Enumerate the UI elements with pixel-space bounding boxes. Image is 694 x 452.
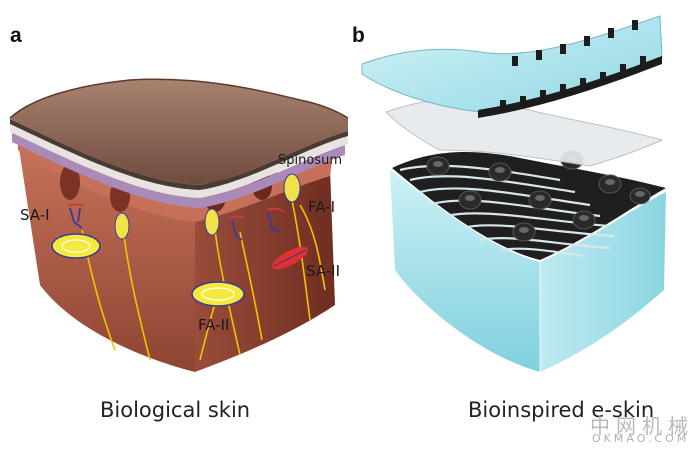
watermark-latin: OKMAO.COM (592, 432, 690, 445)
papilla-pocket (60, 164, 80, 200)
top-film-pillars (500, 20, 646, 110)
caption-bioinspired-e-skin: Bioinspired e-skin (468, 398, 655, 422)
fa1-meissner-corpuscle (204, 208, 220, 236)
panel-a-letter: a (10, 24, 22, 47)
dermis-side-face (195, 168, 335, 372)
caption-biological-skin: Biological skin (100, 398, 251, 422)
fa2-pacinian-corpuscle (51, 233, 101, 259)
e-skin-base-side (540, 192, 666, 372)
label-fa2: FA-II (198, 316, 230, 334)
sa1-merkel-ending (67, 203, 85, 229)
label-sa2: SA-II (306, 262, 340, 280)
e-skin-block (361, 15, 666, 372)
watermark-chinese: 中网机械 (590, 414, 694, 438)
label-spinosum: Spinosum (278, 153, 342, 168)
e-skin-base-front (390, 170, 540, 372)
stratum-band (10, 124, 348, 198)
fa1-meissner-corpuscle (114, 212, 130, 240)
stratum-band-dark (10, 119, 348, 190)
sa1-merkel-ending (229, 207, 285, 241)
panel-b-letter: b (352, 24, 365, 47)
biological-skin-block (9, 78, 349, 372)
fa2-pacinian-corpuscle (191, 281, 245, 307)
label-sa1: SA-I (20, 206, 50, 224)
label-fa1: FA-I (308, 198, 336, 216)
spinosum-layer (12, 132, 345, 208)
fa1-meissner-corpuscle (283, 173, 301, 203)
epidermis-top-surface (10, 79, 348, 185)
dermal-papillae (18, 142, 332, 222)
dermis-front-face (18, 142, 195, 372)
